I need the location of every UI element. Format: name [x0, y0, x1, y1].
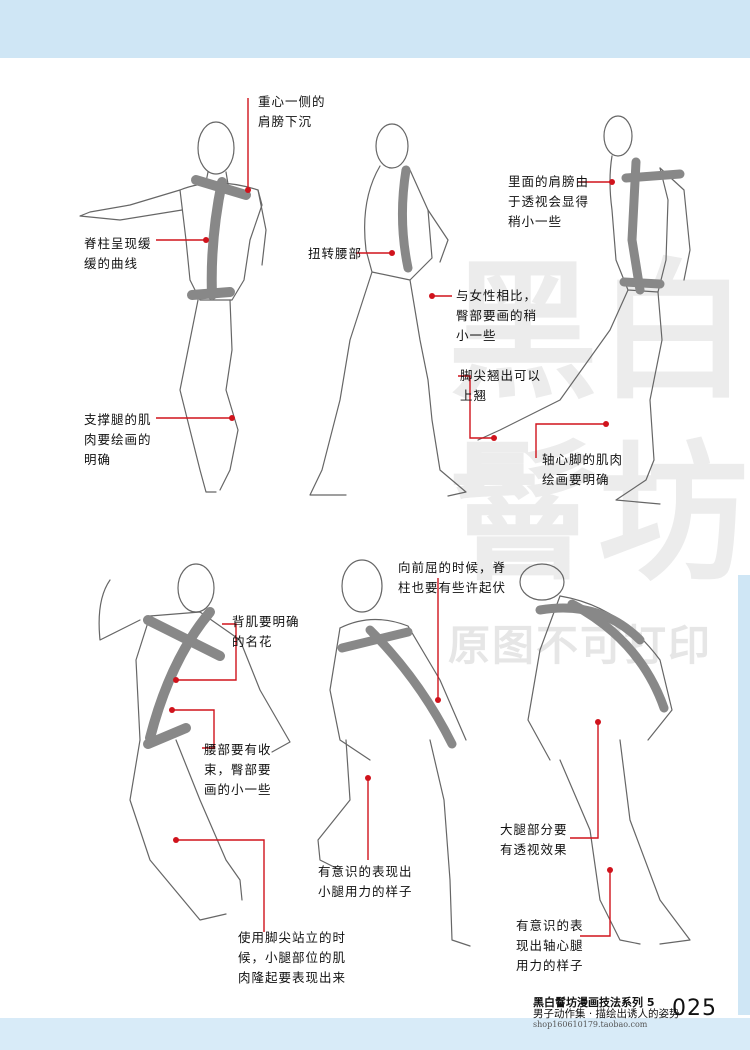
note-toe-up: 脚尖翘出可以 上翘	[460, 368, 542, 403]
top-divider	[0, 58, 750, 66]
figure-3-axis	[619, 157, 685, 295]
page-number: 025	[672, 996, 717, 1021]
top-color-band	[0, 0, 750, 60]
note-tiptoe-calf: 使用脚尖站立的时 候，小腿部位的肌 肉隆起要表现出来	[238, 930, 347, 985]
figure-1-axis	[187, 175, 251, 300]
note-support-leg: 支撑腿的肌 肉要绘画的 明确	[84, 412, 152, 467]
footer-band	[0, 1018, 750, 1050]
shop-url: shop160610179.taobao.com	[533, 1020, 648, 1029]
figure-5-axis	[337, 625, 457, 749]
note-waist-narrow: 腰部要有收 束，臀部要 画的小一些	[204, 742, 272, 797]
side-tab	[738, 575, 750, 1015]
note-inner-shoulder: 里面的肩膀由 于透视会显得 稍小一些	[508, 174, 590, 229]
figure-6-sketch	[519, 563, 691, 945]
note-spine-curve: 脊柱呈现缓 缓的曲线	[84, 236, 152, 271]
leader-lines	[156, 98, 612, 937]
note-shoulder-lower: 重心一侧的 肩膀下沉	[258, 94, 326, 129]
series-title: 黑白鬙坊漫画技法系列 5	[533, 996, 655, 1009]
figure-5-sketch	[317, 559, 471, 947]
note-pivot-foot: 轴心脚的肌肉 绘画要明确	[542, 452, 624, 487]
note-pivot-leg: 有意识的表 现出轴心腿 用力的样子	[516, 918, 584, 973]
note-hip-smaller: 与女性相比， 臀部要画的稍 小一些	[456, 288, 538, 343]
book-subtitle: 男子动作集 · 描绘出诱人的姿势	[533, 1008, 680, 1020]
note-twist-waist: 扭转腰部	[308, 246, 363, 261]
figure-4-sketch	[98, 563, 291, 921]
note-thigh-perspective: 大腿部分要 有透视效果	[500, 822, 568, 857]
note-calf-force: 有意识的表现出 小腿用力的样子	[318, 864, 413, 899]
figure-2-sketch	[309, 123, 467, 497]
figure-2-axis	[397, 165, 413, 273]
note-back-muscles: 背肌要明确 的名花	[232, 614, 300, 649]
leader-dots	[169, 179, 615, 873]
figure-4-axis	[143, 607, 225, 749]
note-bend-spine: 向前屈的时候，脊 柱也要有些许起伏	[398, 560, 507, 595]
figure-6-axis	[535, 599, 669, 713]
